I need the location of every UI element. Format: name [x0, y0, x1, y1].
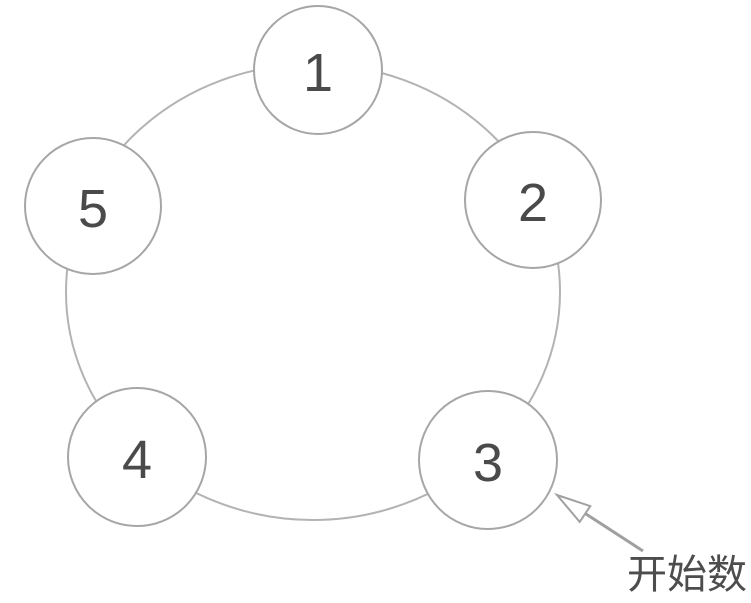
node-2-label: 2 [518, 173, 548, 233]
node-3: 3 [418, 390, 558, 530]
start-annotation: 开始数 [553, 492, 747, 597]
node-2-circle [464, 131, 602, 269]
node-3-label: 3 [473, 433, 503, 493]
start-count-label: 开始数 [627, 553, 747, 597]
node-5-circle [24, 137, 162, 275]
node-3-circle [418, 390, 558, 530]
arrow-shaft [585, 512, 644, 553]
node-2: 2 [464, 131, 602, 269]
node-1-circle [253, 5, 383, 135]
node-4: 4 [67, 387, 207, 527]
arrow-head-icon [553, 492, 592, 524]
node-5: 5 [24, 137, 162, 275]
node-5-label: 5 [78, 179, 108, 239]
node-4-circle [67, 387, 207, 527]
node-4-label: 4 [122, 430, 152, 490]
node-1: 1 [253, 5, 383, 135]
node-1-label: 1 [303, 43, 333, 103]
